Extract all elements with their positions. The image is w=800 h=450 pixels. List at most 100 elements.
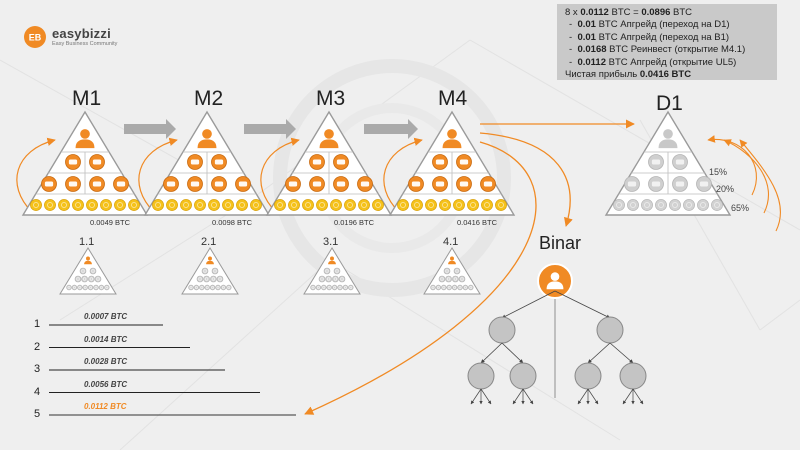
grey-small-coin-icon: [89, 267, 97, 275]
grey-small-coin-icon: [435, 284, 442, 291]
level-number: 5: [34, 408, 41, 420]
binar-tree: [467, 263, 647, 405]
grey-coin-icon: [648, 154, 664, 170]
btc-small-coin-icon: [194, 199, 206, 211]
grey-small-coin-icon: [451, 284, 458, 291]
grey-small-coin-icon: [331, 284, 338, 291]
matrix-value: 0.0196 BTC: [334, 218, 375, 227]
svg-text:EB: EB: [29, 33, 42, 43]
sub-pyramid-1-1: [59, 247, 117, 295]
eb-coin-icon: [65, 154, 81, 170]
grey-small-coin-icon: [458, 275, 466, 283]
matrix-pyramid-m4: [388, 110, 516, 216]
btc-small-coin-icon: [316, 199, 328, 211]
d1-loop-arrow-icon: [739, 139, 781, 232]
grey-small-coin-icon: [79, 267, 87, 275]
level-value: 0.0007 BTC: [84, 312, 128, 321]
logo-mark-icon: EB: [24, 26, 46, 48]
binar-node: [467, 362, 495, 390]
btc-small-coin-icon: [100, 199, 112, 211]
btc-small-coin-icon: [250, 199, 262, 211]
person-icon: [206, 256, 214, 265]
btc-small-coin-icon: [274, 199, 286, 211]
grey-small-coin-icon: [104, 284, 110, 291]
grey-small-coin-icon: [220, 284, 227, 291]
btc-small-coin-icon: [372, 199, 384, 211]
grey-small-coin-icon: [188, 284, 194, 291]
grey-small-coin-icon: [441, 284, 447, 291]
grey-small-coin-icon: [338, 275, 346, 283]
binar-edge: [480, 388, 492, 405]
grey-small-coin-icon: [697, 199, 709, 211]
eb-coin-icon: [211, 176, 227, 192]
matrix-pyramid-m2: [143, 110, 271, 216]
btc-small-coin-icon: [128, 199, 140, 211]
binar-node: [596, 316, 624, 344]
level-number: 2: [34, 340, 41, 353]
grey-small-coin-icon: [453, 267, 461, 275]
eb-coin-icon: [309, 176, 325, 192]
eb-coin-icon: [113, 176, 129, 192]
eb-coin-icon: [309, 154, 325, 170]
eb-coin-icon: [65, 176, 81, 192]
matrix-pyramid-m3: [265, 110, 393, 216]
to-binar-arrow-icon: [479, 132, 573, 227]
btc-small-coin-icon: [236, 199, 248, 211]
level-number: 3: [34, 363, 41, 375]
grey-small-coin-icon: [446, 284, 452, 291]
brand-tagline: Easy Business Community: [52, 40, 118, 47]
grey-small-coin-icon: [210, 275, 217, 283]
profit-summary-box: 8 x 0.0112 BTC = 0.0896 BTC - 0.01 BTC А…: [557, 4, 777, 80]
grey-small-coin-icon: [215, 284, 221, 291]
binar-edge: [522, 388, 534, 405]
eb-coin-icon: [432, 176, 448, 192]
person-icon: [197, 129, 217, 149]
btc-small-coin-icon: [166, 199, 178, 211]
matrix-title: M4: [438, 87, 468, 110]
grey-small-coin-icon: [669, 199, 681, 211]
grey-small-coin-icon: [430, 284, 436, 291]
grey-small-coin-icon: [310, 284, 316, 291]
eb-coin-icon: [333, 154, 349, 170]
matrix-pyramid-d1: [604, 110, 732, 216]
sub-matrix-label: 1.1: [79, 236, 95, 248]
eb-coin-icon: [285, 176, 301, 192]
btc-small-coin-icon: [358, 199, 370, 211]
grey-coin-icon: [696, 176, 712, 192]
grey-small-coin-icon: [87, 284, 94, 291]
d1-title: D1: [656, 92, 683, 115]
binar-edge: [609, 342, 634, 364]
grey-small-coin-icon: [438, 275, 446, 283]
binar-edge: [501, 342, 524, 364]
eb-coin-icon: [357, 176, 373, 192]
binar-node: [619, 362, 647, 390]
sub-matrix-label: 4.1: [443, 236, 459, 248]
binar-edge: [632, 388, 644, 405]
eb-coin-icon: [187, 154, 203, 170]
btc-small-coin-icon: [58, 199, 70, 211]
binar-edge: [480, 342, 503, 364]
summary-item: - 0.01 BTC Апгрейд (переход на B1): [569, 31, 730, 43]
grey-small-coin-icon: [204, 284, 210, 291]
binar-root-node: [537, 263, 573, 299]
flow-arrow-icon: [244, 119, 296, 139]
btc-small-coin-icon: [222, 199, 234, 211]
matrix-value: 0.0098 BTC: [212, 218, 253, 227]
grey-small-coin-icon: [209, 284, 216, 291]
grey-small-coin-icon: [211, 267, 219, 275]
btc-small-coin-icon: [86, 199, 98, 211]
eb-coin-icon: [480, 176, 496, 192]
binar-edge: [587, 342, 611, 364]
binar-edge: [622, 388, 634, 405]
eb-coin-icon: [41, 176, 57, 192]
matrix-value: 0.0416 BTC: [457, 218, 498, 227]
level-number: 1: [34, 318, 41, 330]
summary-item: - 0.0112 BTC Апгрейд (открытие UL5): [569, 56, 737, 68]
btc-small-coin-icon: [72, 199, 84, 211]
grey-small-coin-icon: [196, 275, 204, 283]
grey-small-coin-icon: [66, 284, 72, 291]
matrix-title: M1: [72, 87, 102, 110]
grey-small-coin-icon: [641, 199, 653, 211]
grey-coin-icon: [624, 176, 640, 192]
grey-small-coin-icon: [94, 275, 102, 283]
